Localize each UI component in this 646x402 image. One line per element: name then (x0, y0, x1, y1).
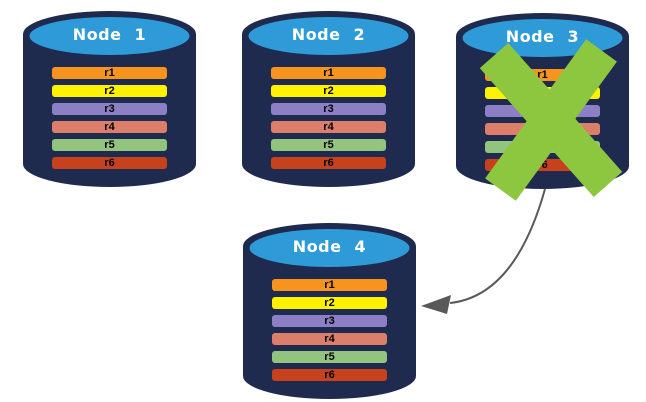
row-r6: r6 (272, 369, 387, 381)
row-r4: r4 (52, 121, 167, 133)
node-4: Node 4 r1 r2 r3 r4 r5 r6 (242, 222, 417, 400)
row-r3: r3 (52, 103, 167, 115)
row-r1: r1 (271, 67, 386, 79)
replica-rows: r1 r2 r3 r4 r5 r6 (272, 279, 387, 381)
row-r2: r2 (272, 297, 387, 309)
row-r6: r6 (52, 157, 167, 169)
failure-x-icon (479, 39, 623, 201)
node-2: Node 2 r1 r2 r3 r4 r5 r6 (241, 10, 416, 188)
node-title: Node 1 (72, 25, 147, 44)
node-title: Node 4 (292, 237, 367, 256)
row-r5: r5 (272, 351, 387, 363)
row-r3: r3 (271, 103, 386, 115)
row-r1: r1 (52, 67, 167, 79)
node-1: Node 1 r1 r2 r3 r4 r5 r6 (22, 10, 197, 188)
row-r5: r5 (52, 139, 167, 151)
row-r3: r3 (272, 315, 387, 327)
replica-rows: r1 r2 r3 r4 r5 r6 (52, 67, 167, 169)
node-3: Node 3 r1 r2 r3 r4 r5 r6 (455, 12, 630, 201)
row-r1: r1 (272, 279, 387, 291)
row-r2: r2 (52, 85, 167, 97)
row-r6: r6 (271, 157, 386, 169)
node-title: Node 3 (505, 27, 580, 46)
node-title: Node 2 (291, 25, 366, 44)
row-r2: r2 (271, 85, 386, 97)
row-r4: r4 (271, 121, 386, 133)
row-r4: r4 (272, 333, 387, 345)
row-r5: r5 (271, 139, 386, 151)
replica-rows: r1 r2 r3 r4 r5 r6 (271, 67, 386, 169)
